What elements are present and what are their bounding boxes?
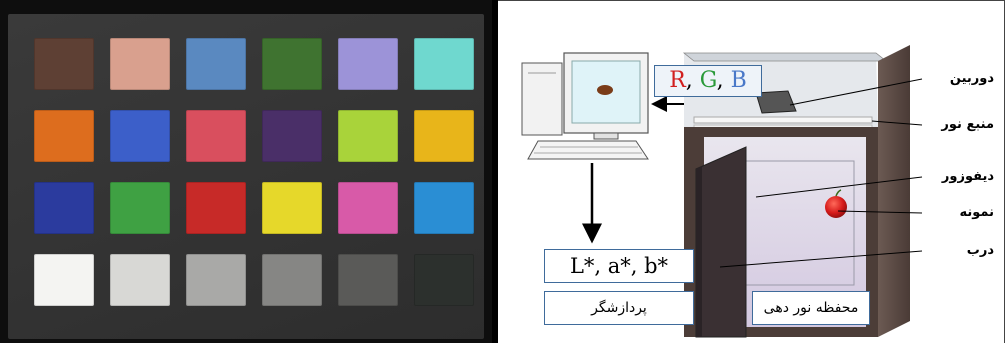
color-checker-photo — [0, 0, 492, 343]
rgb-b-letter: B — [730, 68, 747, 93]
color-patch — [262, 38, 322, 90]
color-patch — [110, 254, 170, 306]
color-patch — [110, 182, 170, 234]
color-patch — [262, 182, 322, 234]
label-light-source: منبع نور — [941, 117, 994, 132]
color-patch — [338, 110, 398, 162]
color-patch — [186, 38, 246, 90]
color-patch — [186, 110, 246, 162]
processor-caption: پردازشگر — [544, 291, 694, 325]
pointer-door — [719, 250, 923, 268]
rgb-r-letter: R — [669, 68, 686, 93]
label-camera: دوربین — [949, 71, 994, 86]
color-patch — [262, 254, 322, 306]
color-patch — [338, 182, 398, 234]
label-door: درب — [966, 243, 994, 258]
chamber-caption: محفظه نور دهی — [752, 291, 870, 325]
imaging-system-diagram: R, G, B L*, a*, b* پردازشگر محفظه نور ده… — [498, 0, 1005, 343]
camera-icon — [755, 90, 797, 114]
pointer-camera — [789, 78, 923, 106]
color-patch — [414, 182, 474, 234]
label-diffuser: دیفوزور — [941, 169, 994, 184]
color-patch — [110, 38, 170, 90]
color-patch — [262, 110, 322, 162]
sample-image-on-screen — [597, 85, 613, 95]
pointer-light-source — [871, 120, 923, 126]
computer-icon — [521, 52, 649, 160]
chamber-door — [695, 146, 747, 338]
color-patch — [186, 182, 246, 234]
rgb-g-letter: G — [699, 68, 717, 93]
pointer-diffuser — [755, 176, 923, 198]
sample-apple — [825, 196, 847, 218]
color-patch — [34, 182, 94, 234]
color-patch — [186, 254, 246, 306]
computer-tower — [521, 62, 563, 136]
color-patch — [414, 110, 474, 162]
rgb-values-box: R, G, B — [654, 65, 762, 97]
color-patch — [34, 38, 94, 90]
color-patch — [34, 110, 94, 162]
color-patch — [414, 254, 474, 306]
chamber-side-wall — [878, 45, 910, 337]
color-patch-grid — [26, 30, 474, 330]
panel-divider — [492, 0, 498, 343]
lab-values-box: L*, a*, b* — [544, 249, 694, 283]
diagram-drawing — [521, 45, 923, 338]
label-sample: نمونه — [959, 205, 994, 220]
color-patch — [338, 38, 398, 90]
keyboard — [527, 140, 649, 160]
color-patch — [110, 110, 170, 162]
pointer-sample — [837, 210, 923, 214]
light-source-bar — [693, 116, 873, 124]
color-patch — [34, 254, 94, 306]
color-patch — [414, 38, 474, 90]
color-patch — [338, 254, 398, 306]
